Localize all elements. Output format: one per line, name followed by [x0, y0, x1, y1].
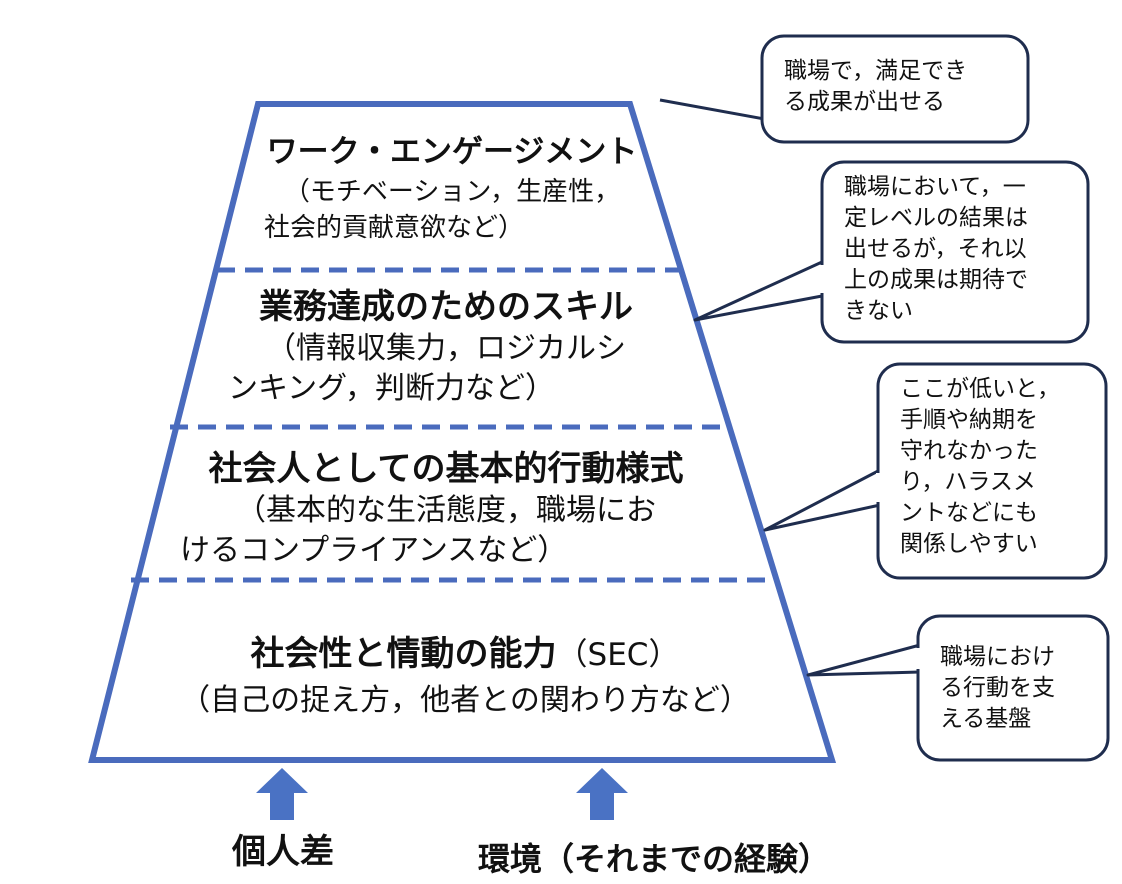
up-arrow-left: [256, 768, 308, 820]
level-2-title: 業務達成のためのスキル: [259, 287, 633, 327]
level-4-title: 社会性と情動の能力: [250, 634, 557, 674]
level-4-title-row: 社会性と情動の能力（SEC）: [120, 632, 810, 677]
footer-label-individual: 個人差: [232, 832, 334, 872]
level-1-title: ワーク・エンゲージメント: [266, 134, 638, 170]
up-arrow-right: [576, 768, 628, 820]
level-3-desc-line-2: けるコンプライアンスなど）: [180, 533, 568, 568]
level-3-title: 社会人としての基本的行動様式: [208, 449, 684, 489]
level-1-text: ワーク・エンゲージメント （モチベーション，生産性， 社会的貢献意欲など）: [262, 130, 642, 246]
callout-2-text: 職場において，一 定レベルの結果は 出せるが，それ以 上の成果は期待で きない: [844, 174, 1028, 324]
level-2-desc-line-1: （情報収集力，ロジカルシ: [266, 331, 626, 366]
callout-1-text: 職場で，満足でき る成果が出せる: [784, 58, 968, 115]
footer-label-environment: 環境（それまでの経験）: [478, 840, 831, 878]
callout-4-bubble: [806, 614, 1110, 762]
level-3-desc-line-1: （基本的な生活態度，職場にお: [236, 493, 656, 528]
level-1-desc-line-2: 社会的貢献意欲など）: [264, 213, 525, 243]
callout-1-bubble: [659, 34, 1030, 144]
level-1-desc-line-1: （モチベーション，生産性，: [283, 177, 621, 207]
level-4-desc-line-1: （自己の捉え方，他者との関わり方など）: [180, 683, 750, 718]
level-4-text: 社会性と情動の能力（SEC） （自己の捉え方，他者との関わり方など）: [120, 632, 810, 721]
callout-3-bubble: [763, 362, 1108, 580]
level-2-desc-line-2: ンキング，判断力など）: [228, 371, 555, 406]
level-2-text: 業務達成のためのスキル （情報収集力，ロジカルシ ンキング，判断力など）: [216, 285, 676, 409]
callout-2-bubble: [693, 160, 1090, 344]
callout-4-text: 職場におけ る行動を支 える基盤: [940, 644, 1055, 732]
level-3-text: 社会人としての基本的行動様式 （基本的な生活態度，職場にお けるコンプライアンス…: [172, 447, 720, 571]
level-4-title-suffix: （SEC）: [556, 637, 680, 673]
callout-3-text: ここが低いと， 手順や納期を 守れなかった り，ハラスメ ントなどにも 関係しや…: [900, 376, 1061, 557]
